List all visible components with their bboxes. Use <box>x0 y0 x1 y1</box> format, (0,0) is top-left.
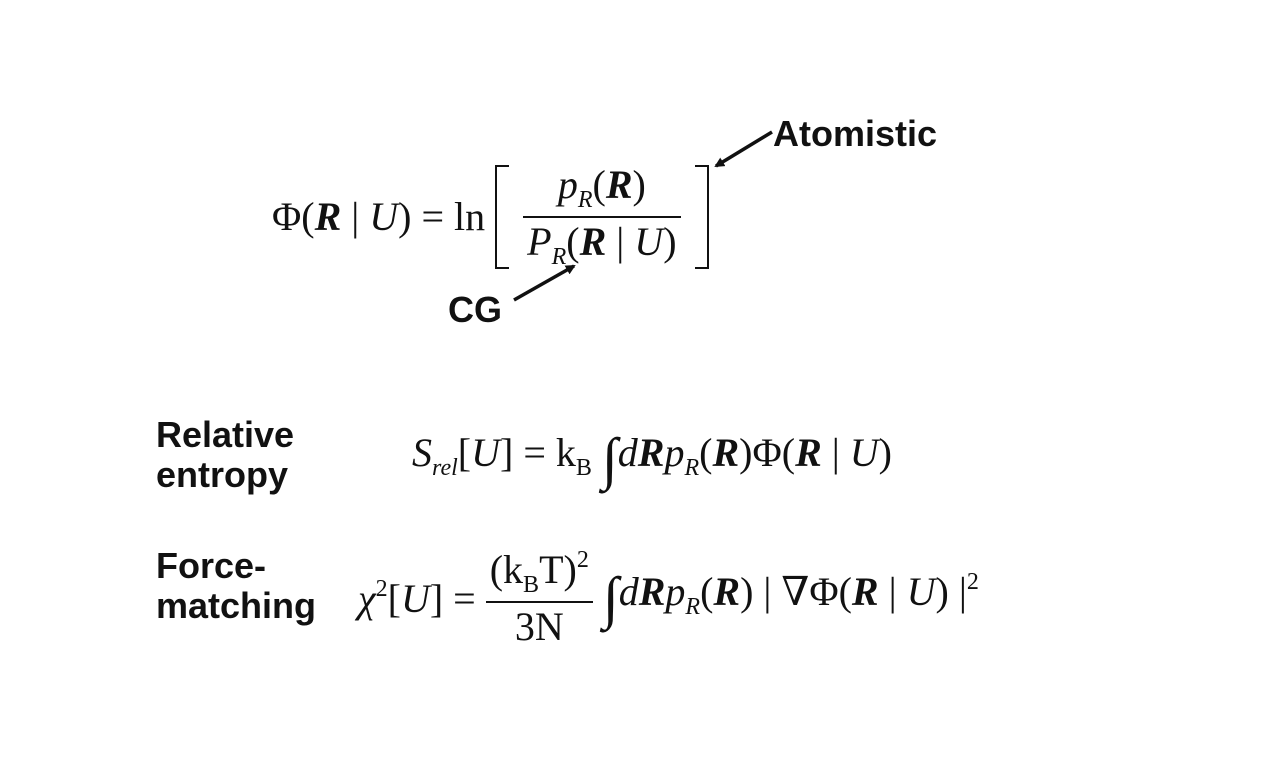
phi-fraction: pR(R) PR(R | U) <box>523 165 681 269</box>
relative-entropy-label: Relative entropy <box>156 415 294 495</box>
relative-entropy-equation: Srel[U] = kB ∫dRpR(R)Φ(R | U) <box>412 426 892 491</box>
force-matching-label-line1: Force- <box>156 545 267 586</box>
atomistic-label: Atomistic <box>773 113 938 154</box>
relative-entropy-label-line2: entropy <box>156 454 289 495</box>
force-matching-label-line2: matching <box>156 585 317 626</box>
cg-arrow <box>513 264 576 302</box>
phi-definition-equation: Φ(R | U) = ln pR(R) PR(R | U) <box>272 165 709 269</box>
relative-entropy-label-line1: Relative <box>156 414 295 455</box>
atomistic-arrow <box>714 130 773 168</box>
force-matching-fraction: (kBT)2 3N <box>485 548 593 647</box>
force-matching-equation: χ2[U] = (kBT)2 3N ∫dRpR(R) | ∇Φ(R | U) |… <box>358 547 979 649</box>
force-matching-label: Force- matching <box>156 546 316 626</box>
cg-label: CG <box>448 289 502 330</box>
